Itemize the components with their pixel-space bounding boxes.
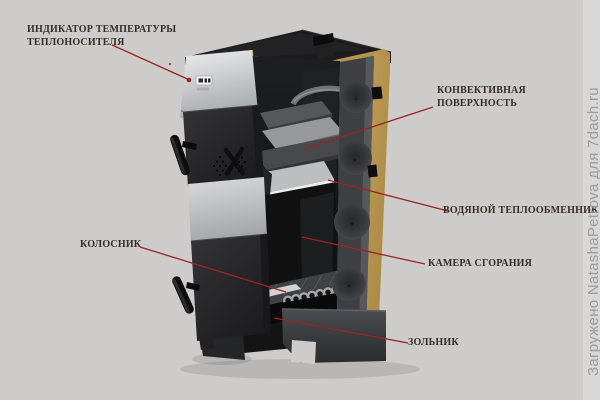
callout-line-ashpan — [273, 317, 409, 344]
callout-line-indicator — [111, 44, 189, 81]
damper-handle — [223, 146, 246, 177]
callout-line-grate — [139, 246, 287, 293]
lower-door-handle — [172, 276, 200, 314]
watermark-strip — [583, 0, 600, 400]
upper-door-handle — [170, 134, 197, 176]
callout-line-heat-exchanger — [327, 179, 449, 212]
label-convective-surface: КОНВЕКТИВНАЯ ПОВЕРХНОСТЬ — [437, 85, 526, 109]
side-wall-panel — [332, 56, 383, 334]
watermark-text: Загружено NatashaPetrova для 7dach.ru — [585, 87, 600, 376]
temperature-display — [195, 75, 213, 91]
lower-door — [172, 233, 271, 350]
front-panel-top — [168, 50, 258, 118]
mounting-tab — [371, 86, 383, 100]
label-ash-pan: ЗОЛЬНИК — [408, 337, 459, 348]
chimney-outlet — [313, 33, 334, 59]
label-temperature-indicator: ИНДИКАТОР ТЕМПЕРАТУРЫ ТЕПЛОНОСИТЕЛЯ — [27, 24, 177, 48]
convective-plates — [256, 101, 352, 174]
ground-shadow — [180, 359, 420, 379]
label-grate: КОЛОСНИК — [80, 239, 142, 250]
callout-line-convective — [304, 106, 434, 150]
side-wall-dimples — [332, 81, 372, 301]
callout-line-combustion — [301, 236, 426, 265]
label-combustion-chamber: КАМЕРА СГОРАНИЯ — [428, 258, 533, 269]
label-water-heat-exchanger: ВОДЯНОЙ ТЕПЛООБМЕННИК — [443, 205, 599, 216]
base-notch — [291, 340, 316, 364]
mounting-tab — [367, 164, 378, 178]
callout-dot-indicator — [186, 77, 192, 83]
interior-cavity — [252, 56, 354, 344]
front-panel-middle — [188, 177, 267, 244]
callout-lines — [111, 44, 449, 344]
upper-door — [170, 104, 264, 187]
